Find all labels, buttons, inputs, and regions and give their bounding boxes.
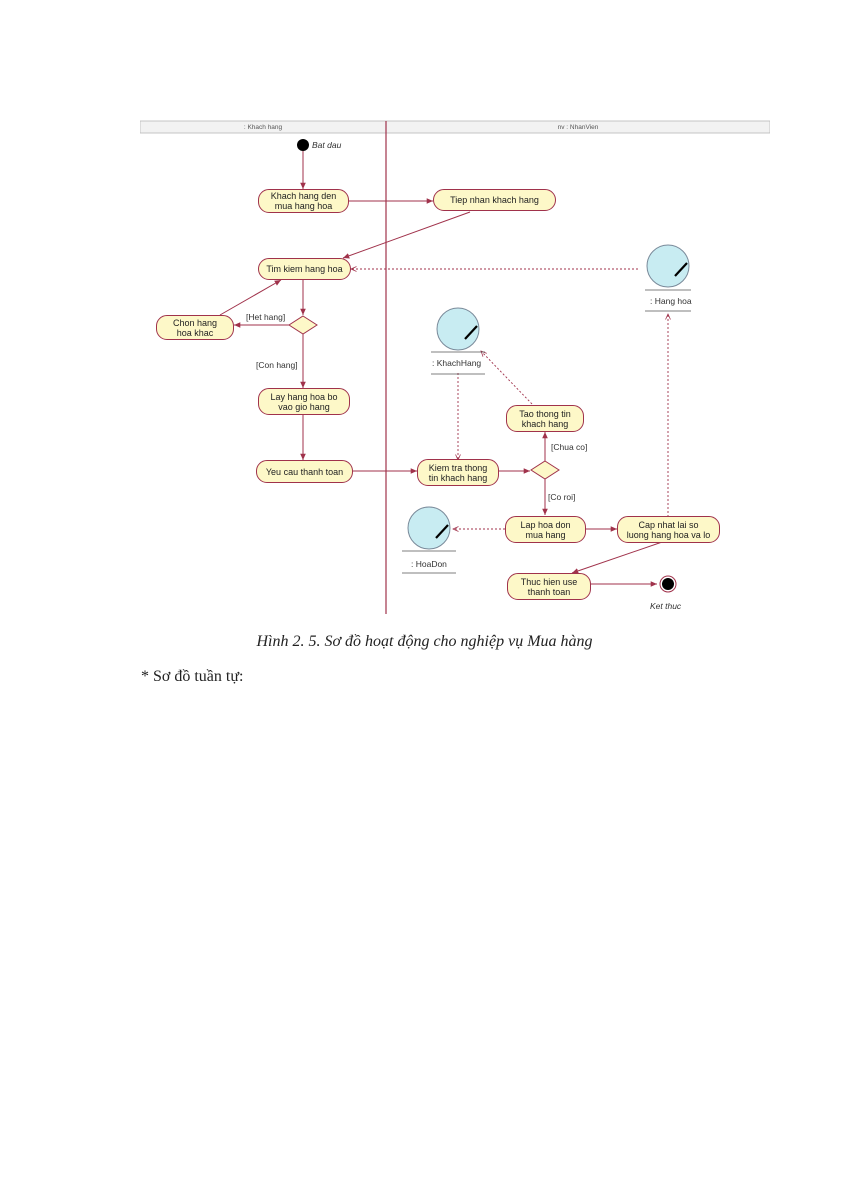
lane-khach-hang-label: : Khach hang [243,124,283,131]
action-yeu-cau: Yeu cau thanh toan [256,460,353,483]
object-label-hoa-don: : HoaDon [411,559,447,569]
action-lap-hoa-don: Lap hoa don mua hang [505,516,586,543]
section-heading: * Sơ đồ tuần tự: [141,668,244,685]
object-label-khach-hang: : KhachHang [432,358,482,368]
object-hang-hoa [645,244,691,312]
action-cap-nhat: Cap nhat lai so luong hang hoa va lo [617,516,720,543]
activity-diagram: : Khach hang nv : NhanVien Bat dau Ket t… [140,118,770,614]
decision-stock [288,315,318,335]
action-kiem-tra: Kiem tra thong tin khach hang [417,459,499,486]
object-flows [351,269,668,529]
diagram-canvas [140,120,770,614]
action-lay-hang: Lay hang hoa bo vao gio hang [258,388,350,415]
action-chon-khac: Chon hang hoa khac [156,315,234,340]
guard-chua-co: [Chua co] [551,442,588,452]
object-label-hang-hoa: : Hang hoa [650,296,692,306]
object-hoa-don [402,506,456,574]
guard-con-hang: [Con hang] [256,360,298,370]
end-node [662,578,674,590]
end-node-ring [659,575,677,593]
start-label: Bat dau [312,140,342,150]
action-khach-hang-den: Khach hang den mua hang hoa [258,189,349,213]
action-tiep-nhan: Tiep nhan khach hang [433,189,556,211]
start-node [297,139,309,151]
action-tim-kiem: Tim kiem hang hoa [258,258,351,280]
control-flows [219,151,669,587]
action-thuc-hien: Thuc hien use thanh toan [507,573,591,600]
decision-customer [530,460,560,480]
figure-caption: Hình 2. 5. Sơ đồ hoạt động cho nghiệp vụ… [256,633,593,650]
guard-het-hang: [Het hang] [246,312,286,322]
object-khach-hang [431,307,485,375]
action-tao-thong-tin: Tao thong tin khach hang [506,405,584,432]
swimlane-header [140,120,770,134]
guard-co-roi: [Co roi] [548,492,576,502]
lane-nhan-vien-label: nv : NhanVien [557,124,599,131]
end-label: Ket thuc [650,601,682,611]
